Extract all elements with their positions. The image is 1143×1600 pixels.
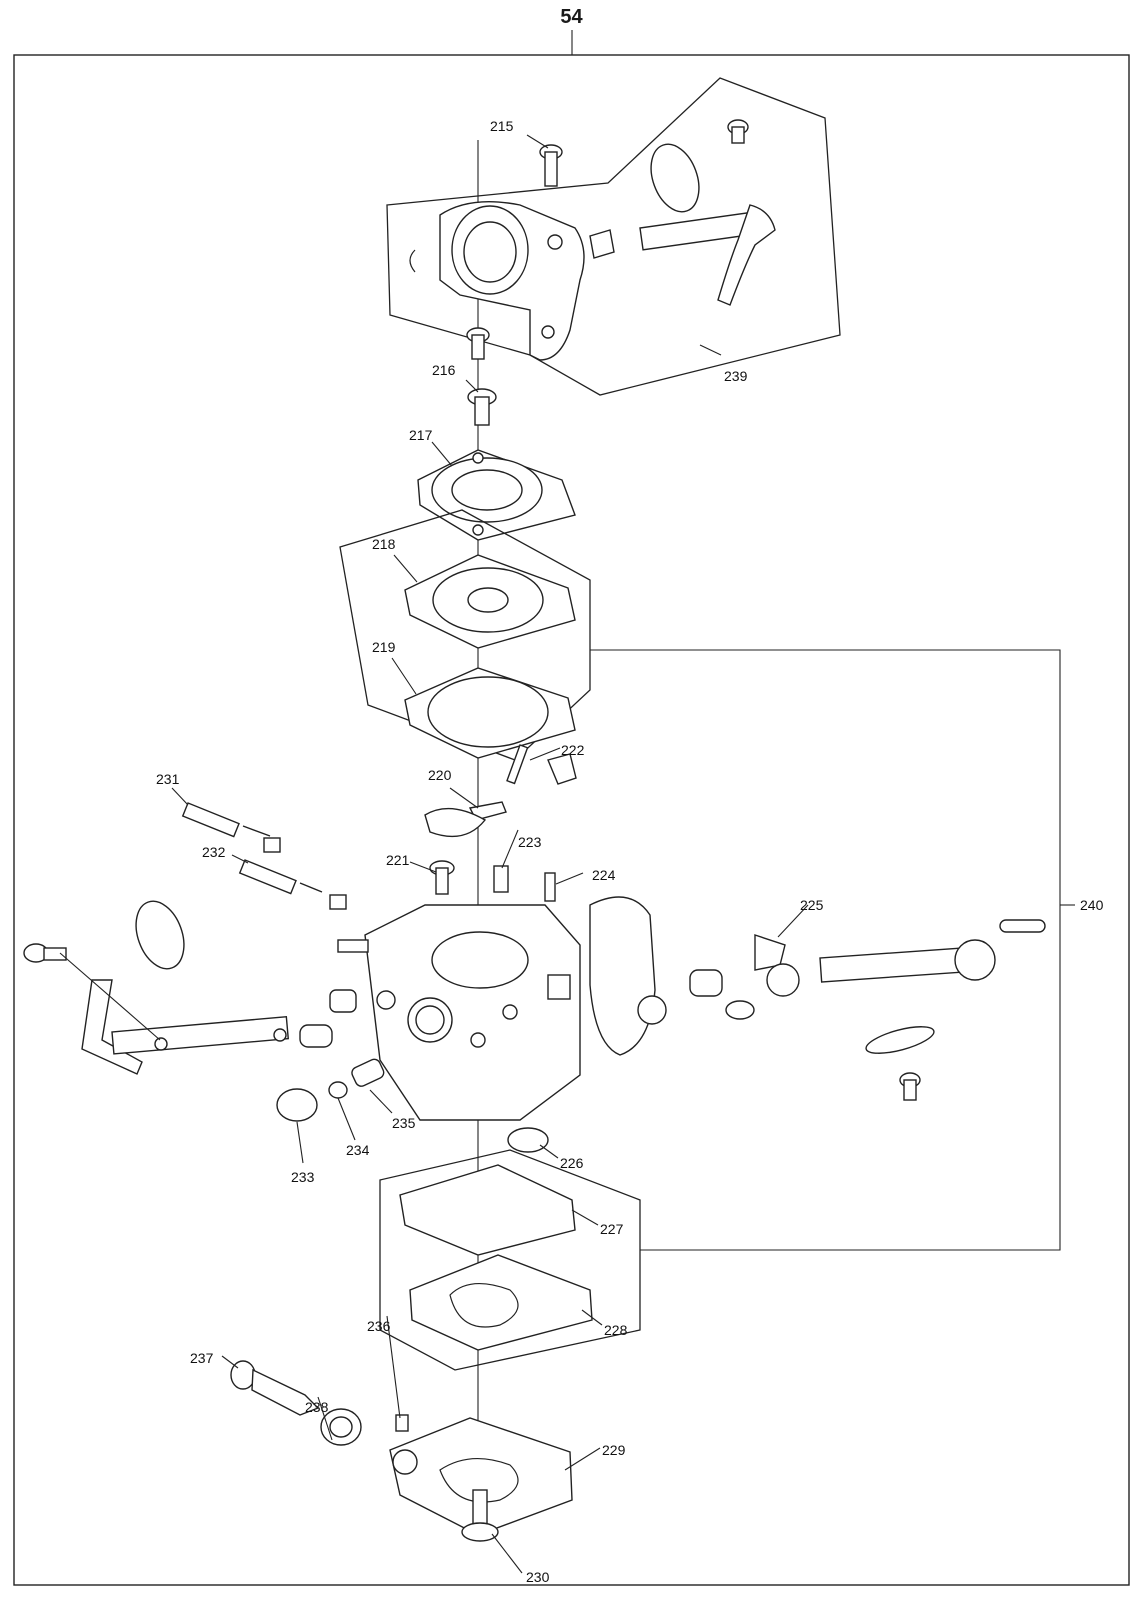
callout-226: 226 xyxy=(560,1155,584,1171)
callout-224: 224 xyxy=(592,867,616,883)
callout-239: 239 xyxy=(724,368,748,384)
adjust-needle-231-part xyxy=(181,802,281,853)
throttle-lever-right-part xyxy=(589,896,755,1056)
gasket-228-part xyxy=(409,1254,593,1351)
screw-215-part xyxy=(539,144,563,187)
callout-238: 238 xyxy=(305,1399,329,1415)
callout-218: 218 xyxy=(372,536,396,552)
pump-cover-217-part xyxy=(417,449,576,541)
screw-housing-part xyxy=(466,327,490,360)
callout-220: 220 xyxy=(428,767,452,783)
pin-236-part xyxy=(395,1414,409,1432)
spring-left-part xyxy=(299,1024,333,1048)
adjust-needle-232-part xyxy=(238,859,347,910)
pump-gasket-219-part xyxy=(404,667,576,759)
group-240-bracket xyxy=(590,649,1061,1251)
screw-230-part xyxy=(461,1489,499,1542)
callout-215: 215 xyxy=(490,118,514,134)
lever-225-part xyxy=(754,934,800,997)
throttle-housing-part xyxy=(409,201,585,361)
metering-cover-229-part xyxy=(389,1417,573,1536)
plug-226-part xyxy=(507,1127,549,1153)
spring-223-part xyxy=(493,865,509,893)
callout-230: 230 xyxy=(526,1569,550,1585)
callout-231: 231 xyxy=(156,771,180,787)
callout-227: 227 xyxy=(600,1221,624,1237)
group-227-228-outline xyxy=(379,1149,641,1371)
callout-216: 216 xyxy=(432,362,456,378)
plug-left-part xyxy=(329,989,357,1013)
group-239-outline xyxy=(386,77,841,396)
callout-222: 222 xyxy=(561,742,585,758)
washer-234-part xyxy=(328,1081,348,1099)
callout-223: 223 xyxy=(518,834,542,850)
page-number: 54 xyxy=(560,6,583,28)
throttle-shaft-right-part xyxy=(819,919,1046,1101)
throttle-shaft-top-part xyxy=(589,119,776,306)
callout-232: 232 xyxy=(202,844,226,860)
idle-screw-237-part xyxy=(230,1360,320,1416)
callout-217: 217 xyxy=(409,427,433,443)
callout-237: 237 xyxy=(190,1350,214,1366)
screw-left-part xyxy=(23,943,67,963)
metering-diaphragm-227-part xyxy=(399,1164,576,1256)
pump-diaphragm-218-part xyxy=(404,554,576,649)
callout-219: 219 xyxy=(372,639,396,655)
choke-shaft-left-part xyxy=(81,900,290,1075)
callout-233: 233 xyxy=(291,1169,315,1185)
callout-225: 225 xyxy=(800,897,824,913)
callout-228: 228 xyxy=(604,1322,628,1338)
callout-229: 229 xyxy=(602,1442,626,1458)
carburetor-body-part xyxy=(337,904,581,1121)
spring-235-part xyxy=(351,1058,385,1087)
callout-240: 240 xyxy=(1080,897,1104,913)
callout-235: 235 xyxy=(392,1115,416,1131)
callout-234: 234 xyxy=(346,1142,370,1158)
callout-236: 236 xyxy=(367,1318,391,1334)
screw-216-part xyxy=(467,388,497,426)
inlet-lever-220-part xyxy=(424,744,577,838)
group-218-219-outline xyxy=(339,509,591,761)
cap-233-part xyxy=(276,1088,318,1122)
leader-lines xyxy=(59,134,809,1574)
inlet-needle-224-part xyxy=(544,872,556,902)
callout-221: 221 xyxy=(386,852,410,868)
screw-221-part xyxy=(429,860,455,895)
